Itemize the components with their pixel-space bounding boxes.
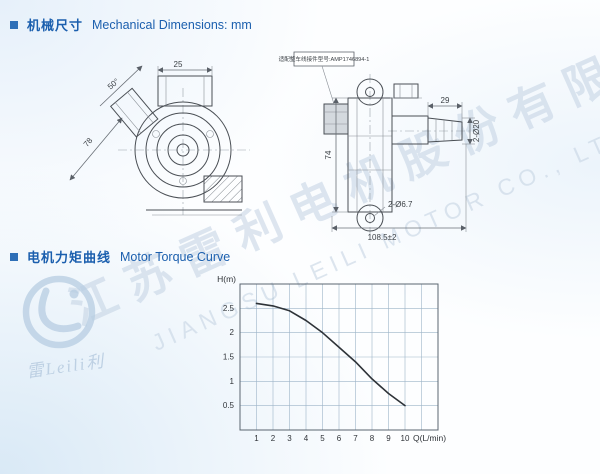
dim-port-length-label: 29: [441, 96, 450, 105]
torque-curve-chart: 0.5 1 1.5 2 2.5 1 2 3 4 5 6 7 8 9 10 H(m) Q(L/min): [217, 274, 446, 443]
dim-left-diag-label: 78: [82, 136, 95, 149]
y-tick-label: 2: [230, 328, 235, 337]
x-tick-label: 6: [337, 434, 342, 443]
watermark-logo-script: 雷Leili利: [25, 351, 107, 382]
x-tick-label: 7: [353, 434, 358, 443]
y-tick-label: 2.5: [223, 304, 235, 313]
torque-curve: [255, 302, 406, 407]
x-tick-label: 4: [304, 434, 309, 443]
section-header-mechanical: 机械尺寸 Mechanical Dimensions: mm: [10, 15, 252, 34]
y-tick-label: 0.5: [223, 401, 235, 410]
mechanical-title-zh: 机械尺寸: [27, 18, 84, 33]
y-tick-label: 1.5: [223, 353, 235, 362]
x-tick-label: 5: [320, 434, 325, 443]
mechanical-drawing: 25 50° 78: [69, 40, 481, 242]
x-tick-label: 3: [287, 434, 292, 443]
dim-top-width-label: 25: [174, 60, 183, 69]
pump-side-view: 适配整车线接件型号:AMP1746894-1 29 2-Ø20 74 2-Ø6.…: [279, 52, 481, 242]
section-bullet-icon: [10, 252, 18, 261]
y-axis-label: H(m): [217, 274, 236, 284]
x-tick-label: 1: [254, 434, 259, 443]
x-tick-label: 2: [271, 434, 276, 443]
x-tick-label: 9: [386, 434, 391, 443]
dim-hole-dia-label: 2-Ø6.7: [388, 200, 413, 209]
dim-port-dia-label: 2-Ø20: [472, 119, 481, 142]
x-tick-label: 10: [401, 434, 410, 443]
plot-border: [239, 283, 439, 431]
dim-body-height-label: 74: [324, 150, 333, 159]
section-bullet-icon: [10, 20, 18, 29]
torque-title-zh: 电机力矩曲线: [27, 250, 112, 265]
x-tick-label: 8: [370, 434, 375, 443]
leili-logo-icon: [22, 275, 96, 349]
dim-overall-width-label: 108.5±2: [368, 233, 397, 242]
connector-label: 适配整车线接件型号:AMP1746894-1: [279, 55, 370, 63]
y-tick-label: 1: [230, 377, 235, 386]
x-axis-label: Q(L/min): [413, 433, 446, 443]
pump-front-view: 25 50° 78: [69, 60, 250, 215]
dim-angle-label: 50°: [106, 77, 121, 92]
torque-title-en: Motor Torque Curve: [120, 249, 231, 264]
mechanical-title-en: Mechanical Dimensions: mm: [92, 17, 252, 32]
section-header-torque: 电机力矩曲线 Motor Torque Curve: [10, 247, 230, 266]
